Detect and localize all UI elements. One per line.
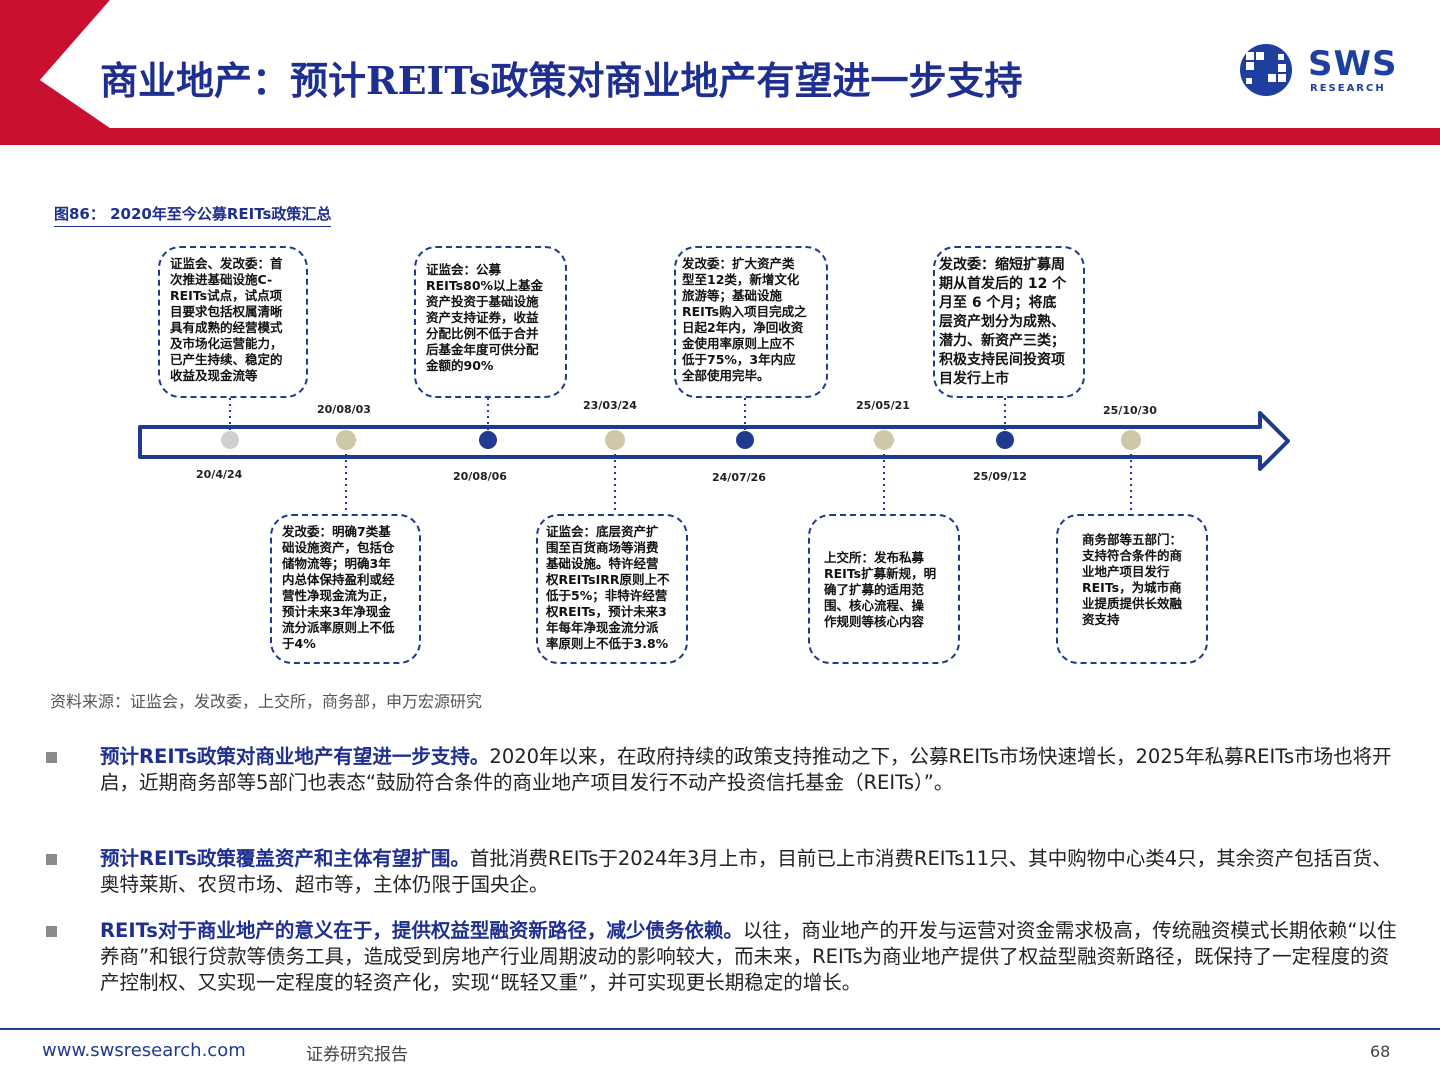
footer-divider [0,1028,1440,1030]
event-box-top: 发改委：扩大资产类 型至12类，新增文化 旅游等；基础设施 REITs购入项目完… [674,246,828,398]
timeline-arrow [138,411,1290,471]
event-box-bottom: 证监会：底层资产扩 围至百货商场等消费 基础设施。特许经营 权REITsIRR原… [536,514,688,664]
event-box-bottom: 上交所：发布私募 REITs扩募新规，明 确了扩募的适用范 围、核心流程、操 作… [808,514,960,664]
footer-report-label: 证券研究报告 [306,1045,408,1065]
event-box-bottom: 商务部等五部门： 支持符合条件的商 业地产项目发行 REITs，为城市商 业提质… [1056,514,1208,664]
timeline-dot [996,431,1014,449]
timeline-dot [479,431,497,449]
date-label: 24/07/26 [712,471,766,484]
date-label: 25/09/12 [973,470,1027,483]
sws-logo-icon [1240,44,1292,96]
bullet-square-icon [46,926,57,937]
date-label: 20/4/24 [196,468,243,481]
timeline-dot [336,430,356,450]
page-title: 商业地产：预计REITs政策对商业地产有望进一步支持 [100,58,1023,103]
date-label: 25/05/21 [856,399,910,412]
event-box-top: 发改委：缩短扩募周 期从首发后的 12 个 月至 6 个月；将底 层资产划分为成… [933,246,1085,398]
page-number: 68 [1370,1042,1391,1061]
timeline-dot [874,430,894,450]
bullet-text: 预计REITs政策对商业地产有望进一步支持。2020年以来，在政府持续的政策支持… [100,745,1392,794]
bullet-square-icon [46,854,57,865]
bullet-square-icon [46,752,57,763]
event-box-bottom: 发改委：明确7类基 础设施资产，包括仓 储物流等；明确3年 内总体保持盈利或经 … [270,514,421,664]
timeline-dot [221,431,239,449]
timeline-dot [1121,430,1141,450]
bullet-text: 预计REITs政策覆盖资产和主体有望扩围。首批消费REITs于2024年3月上市… [100,847,1392,896]
figure-source: 资料来源：证监会，发改委，上交所，商务部，申万宏源研究 [50,692,483,711]
date-label: 23/03/24 [583,399,637,412]
figure-caption: 图86： 2020年至今公募REITs政策汇总 [54,203,332,227]
header-background [0,0,1440,145]
event-box-top: 证监会：公募 REITs80%以上基金 资产投资于基础设施 资产支持证券，收益 … [414,246,567,398]
logo-text: SWS [1308,44,1398,84]
date-label: 20/08/06 [453,470,507,483]
event-box-top: 证监会、发改委：首 次推进基础设施C- REITs试点，试点项 目要求包括权属清… [158,246,308,398]
footer-website-link[interactable]: www.swsresearch.com [42,1040,246,1061]
date-label: 20/08/03 [317,403,371,416]
timeline-dot [736,431,754,449]
date-label: 25/10/30 [1103,404,1157,417]
timeline-dot [605,430,625,450]
logo-subtext: RESEARCH [1310,83,1386,94]
bullet-text: REITs对于商业地产的意义在于，提供权益型融资新路径，减少债务依赖。以往，商业… [100,919,1397,994]
